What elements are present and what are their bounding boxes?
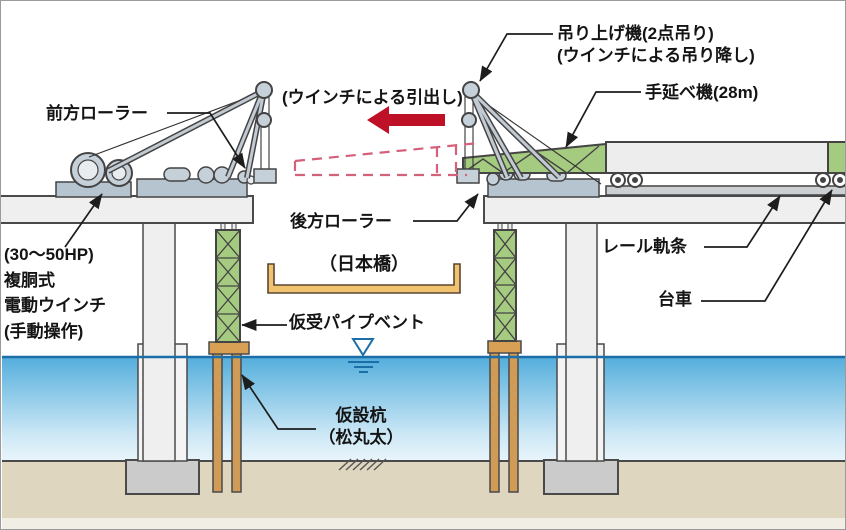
phantom-nose-outline xyxy=(293,141,480,177)
leader-lift-machine xyxy=(479,33,553,82)
left-pier xyxy=(125,222,200,495)
water-level-symbol-icon xyxy=(348,338,379,373)
label-bogie: 台車 xyxy=(658,290,692,309)
label-winch-pullout: (ウインチによる引出し) xyxy=(282,88,463,107)
leader-temporary-piles xyxy=(241,374,316,430)
label-rear-roller: 後方ローラー xyxy=(290,212,392,231)
rail-track xyxy=(605,185,845,196)
label-front-roller: 前方ローラー xyxy=(46,104,148,123)
pullout-direction-arrow xyxy=(367,106,445,134)
left-approach-deck xyxy=(1,195,254,224)
pipe-bent-right xyxy=(493,222,517,342)
label-lift-machine: 吊り上げ機(2点吊り) (ウインチによる吊り降し) xyxy=(557,24,755,66)
right-approach-deck xyxy=(483,195,845,224)
leader-electric-winch xyxy=(64,193,103,248)
leader-bogie xyxy=(701,189,833,302)
pipe-bent-left xyxy=(215,222,241,343)
electric-winch xyxy=(55,152,133,198)
leader-rail-track xyxy=(704,195,781,248)
temporary-piles-left xyxy=(208,341,250,493)
launching-nose-truss xyxy=(462,142,607,174)
nihonbashi-bridge-outline xyxy=(267,263,461,294)
right-derrick-mast xyxy=(456,81,602,185)
leader-front-roller xyxy=(167,112,246,169)
leader-rear-roller xyxy=(413,193,479,222)
label-temporary-piles: 仮設杭 （松丸太） xyxy=(318,406,404,448)
bogie-wheels xyxy=(610,172,845,188)
river-water xyxy=(2,357,845,461)
label-rail-track: レール軌条 xyxy=(602,237,687,256)
label-pipe-bent: 仮受パイプベント xyxy=(289,313,425,332)
leader-lines xyxy=(64,33,833,430)
label-launching-nose: 手延べ機(28m) xyxy=(645,83,759,102)
label-bridge-name: （日本橋） xyxy=(319,254,409,274)
temporary-piles-right xyxy=(487,340,522,493)
label-electric-winch: (30〜50HP) 複胴式 電動ウインチ (手動操作) xyxy=(4,245,106,341)
ground-hatch-icon xyxy=(338,458,387,471)
launched-girder xyxy=(605,141,845,174)
leader-launching-nose xyxy=(565,91,641,148)
front-rollers xyxy=(136,166,256,198)
